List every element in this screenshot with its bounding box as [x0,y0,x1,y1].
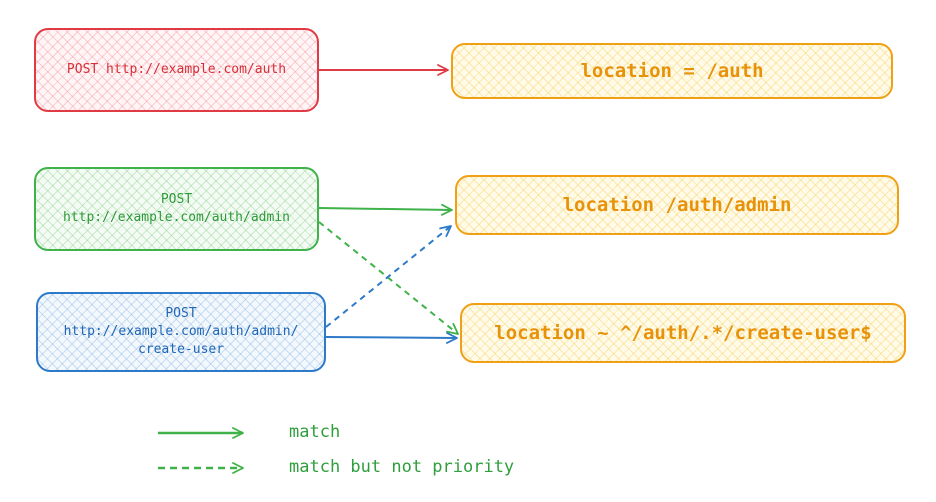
request-line: POST http://example.com/auth [66,62,287,77]
location-label: location /auth/admin [562,194,792,216]
request-box-auth-admin: POST http://example.com/auth/admin [34,167,319,251]
request-line: http://example.com/auth/admin [63,210,290,225]
legend-label-match: match [289,422,341,442]
request-line: http://example.com/auth/admin/ [63,324,299,339]
location-box-prefix-admin: location /auth/admin [455,175,899,235]
arrow-admin-to-regex-location-dashed [318,221,459,335]
location-label: location ~ ^/auth/.*/create-user$ [494,322,872,344]
request-line: POST [160,192,193,207]
arrow-create-user-to-regex-location [325,332,458,344]
location-box-exact-auth: location = /auth [451,43,893,99]
arrow-create-user-to-prefix-location-dashed [325,225,452,328]
location-box-regex-create-user: location ~ ^/auth/.*/create-user$ [460,303,906,363]
legend-label-not-priority: match but not priority [289,457,515,477]
arrow-admin-to-prefix-location [318,203,453,216]
location-label: location = /auth [580,60,764,82]
request-line: create-user [137,342,225,357]
request-box-auth: POST http://example.com/auth [34,28,319,112]
request-box-create-user: POST http://example.com/auth/admin/ crea… [36,292,326,372]
request-line: POST [165,306,197,321]
